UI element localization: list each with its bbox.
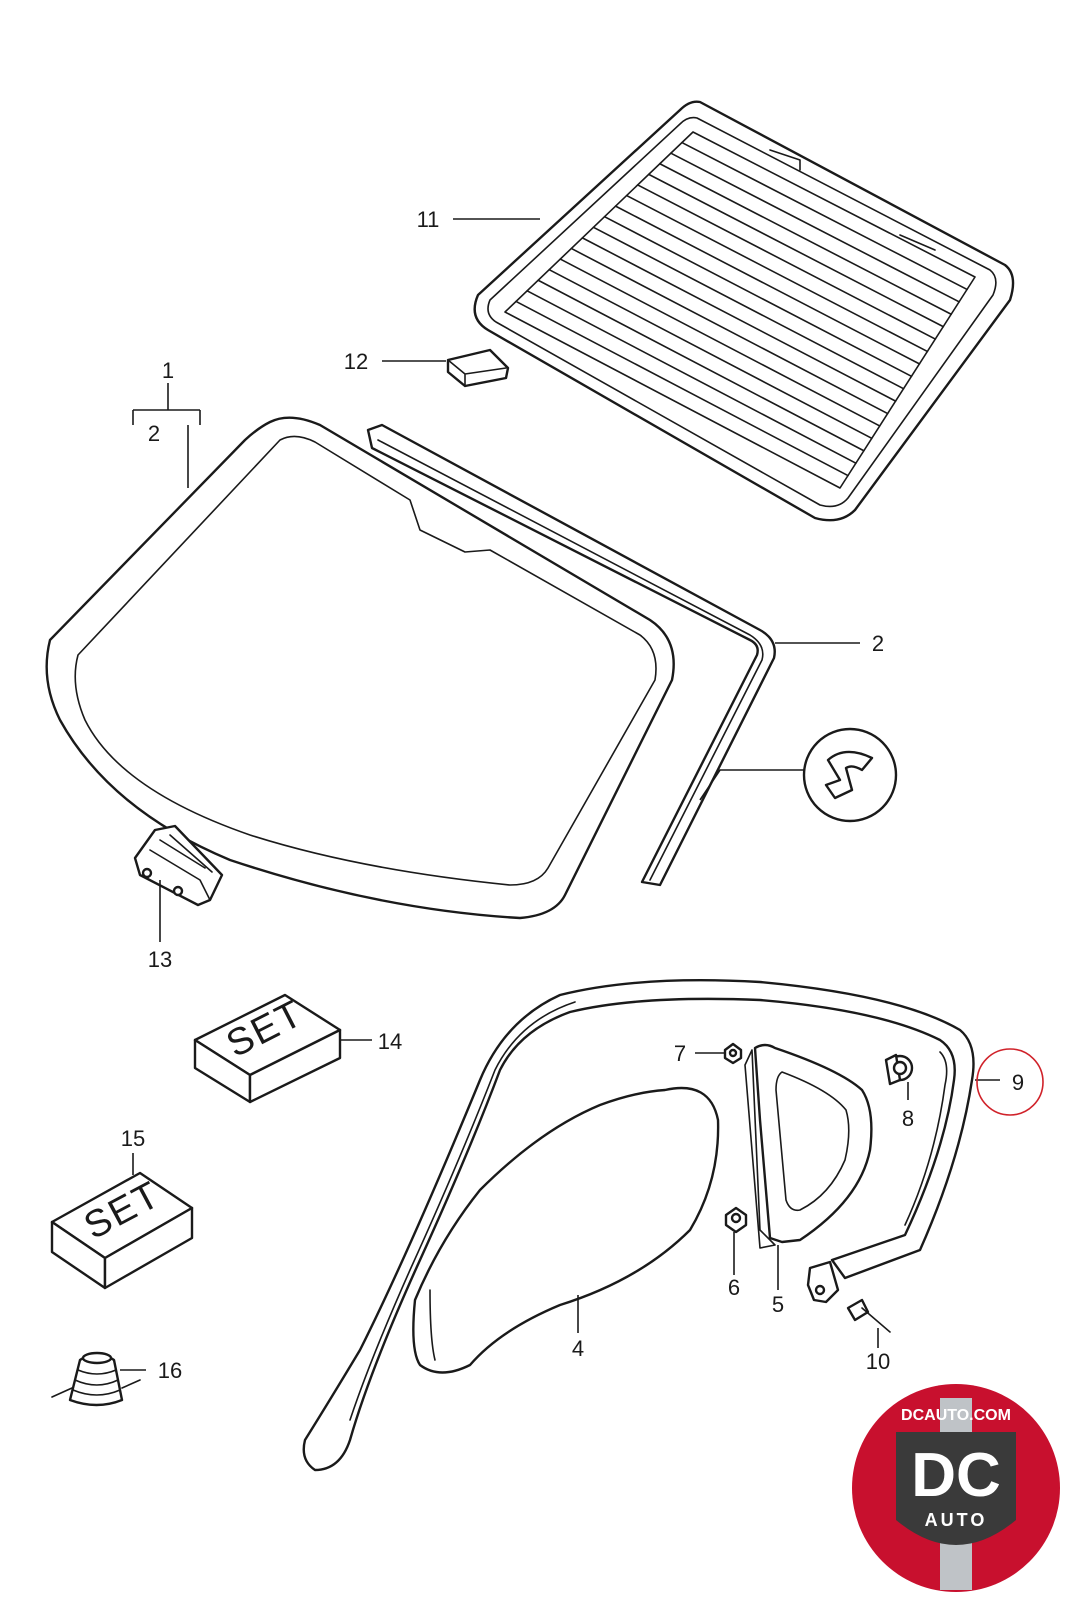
pad-part-12 (446, 348, 510, 388)
defrost-line (570, 247, 889, 415)
callout-13: 13 (148, 947, 172, 972)
windshield-part-1 (45, 416, 675, 920)
leader-lines (120, 218, 1000, 1371)
rear-window-defrost-lines (515, 141, 968, 477)
defrost-line (636, 184, 937, 340)
bracket-screw-part-10 (806, 1260, 891, 1333)
quarter-seal-part-9 (302, 978, 975, 1472)
defrost-line (647, 173, 945, 328)
defrost-line (603, 215, 913, 378)
callout-10: 10 (866, 1349, 890, 1374)
clip-part-8 (884, 1053, 914, 1086)
logo-site: DCAUTO.COM (901, 1407, 1011, 1424)
defrost-line (670, 152, 960, 303)
logo-shield (896, 1432, 1016, 1545)
callout-4: 4 (572, 1336, 584, 1361)
defrost-line (659, 162, 952, 316)
callout-12: 12 (344, 349, 368, 374)
grommet-part-16 (51, 1351, 141, 1407)
callout-11: 11 (417, 207, 440, 232)
callout-5: 5 (772, 1292, 784, 1317)
defrost-line (614, 205, 921, 365)
callout-14: 14 (378, 1029, 402, 1054)
defrost-line (515, 300, 849, 477)
callout-15: 15 (121, 1126, 145, 1151)
nut-part-7 (723, 1042, 743, 1065)
defrost-line (526, 290, 857, 464)
vent-window-part-5 (744, 1043, 873, 1249)
defrost-line (581, 237, 897, 402)
callout-16: 16 (158, 1358, 182, 1383)
set-box-part-14: SET (193, 992, 342, 1104)
nut-part-6 (724, 1206, 748, 1234)
dcauto-logo: DCAUTO.COM DC AUTO (852, 1384, 1060, 1592)
defrost-line (592, 226, 905, 390)
defrost-line (559, 258, 881, 427)
callout-2-bracket: 2 (148, 421, 160, 446)
callout-7: 7 (674, 1041, 686, 1066)
defrost-line (625, 194, 929, 353)
seal-profile-detail (802, 727, 898, 823)
callout-1: 1 (162, 358, 174, 383)
callout-8: 8 (902, 1106, 914, 1131)
callout-6: 6 (728, 1275, 740, 1300)
quarter-trim-part-4 (412, 1086, 720, 1374)
logo-word: AUTO (925, 1510, 988, 1530)
defrost-line (548, 268, 873, 440)
mirror-base-part-13 (133, 824, 224, 907)
set-box-part-15: SET (50, 1171, 194, 1290)
callout-2: 2 (872, 631, 884, 656)
logo-mark: DC (911, 1441, 1001, 1510)
defrost-line (681, 141, 968, 291)
callout-9: 9 (1012, 1070, 1024, 1095)
windshield-seal-part-2 (366, 423, 776, 887)
highlight-ring-9 (976, 1048, 1044, 1116)
defrost-line (537, 279, 865, 452)
rear-window-part-11 (473, 100, 1015, 522)
callout-numbers: 1 2 2 4 5 6 7 8 9 10 11 12 13 14 15 16 (121, 207, 1024, 1383)
